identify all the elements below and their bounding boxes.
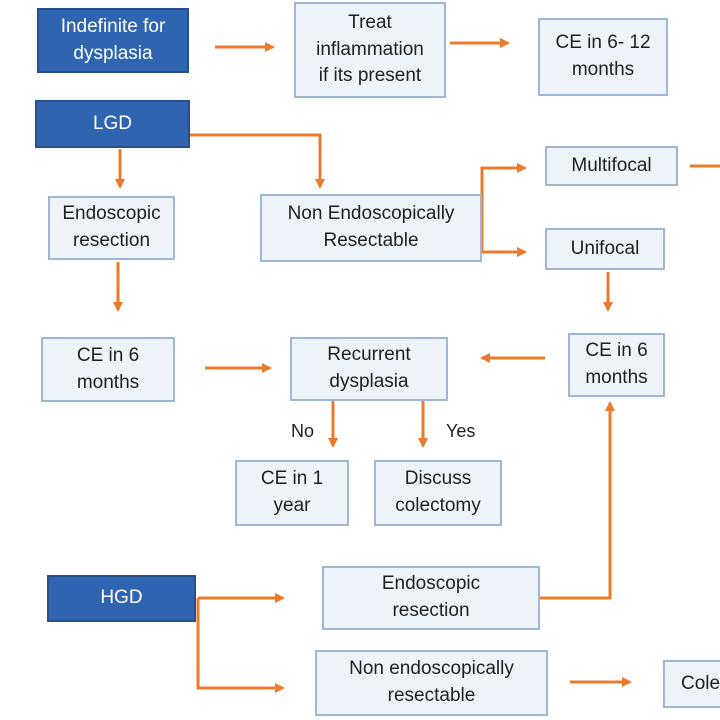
no-label: No [291,421,315,441]
hgd-box: HGD [47,575,196,622]
yes-label: Yes [446,421,476,441]
endoscopic-resection-lgd-box: Endoscopic resection [48,196,175,260]
ce-6-months-left-box: CE in 6 months [41,337,175,402]
endoscopic-resection-hgd-box: Endoscopic resection [322,566,540,630]
arrow-lgd-to-non-endo [190,133,325,189]
ce-6-12-months-box: CE in 6- 12 months [538,18,668,96]
colectomy-box: Cole [663,660,720,708]
non-endoscopically-resectable-hgd-box: Non endoscopically resectable [315,650,548,716]
arrow-non-endo-to-unifocal [480,228,527,257]
arrow-hgd-to-non-endo [196,598,285,693]
lgd-box: LGD [35,100,190,148]
multifocal-box: Multifocal [545,146,678,186]
treat-inflammation-box: Treat inflammation if its present [294,2,446,98]
arrow-non-endo-to-multifocal [480,163,527,228]
ce-1-year-box: CE in 1 year [235,460,349,526]
recurrent-dysplasia-box: Recurrent dysplasia [290,337,448,401]
arrow-endo-resection-hgd-to-ce-6 [540,401,615,600]
indefinite-for-dysplasia-box: Indefinite for dysplasia [37,8,189,73]
non-endoscopically-resectable-lgd-box: Non Endoscopically Resectable [260,194,482,262]
discuss-colectomy-box: Discuss colectomy [374,460,502,526]
unifocal-box: Unifocal [545,228,665,270]
ce-6-months-right-box: CE in 6 months [568,333,665,397]
